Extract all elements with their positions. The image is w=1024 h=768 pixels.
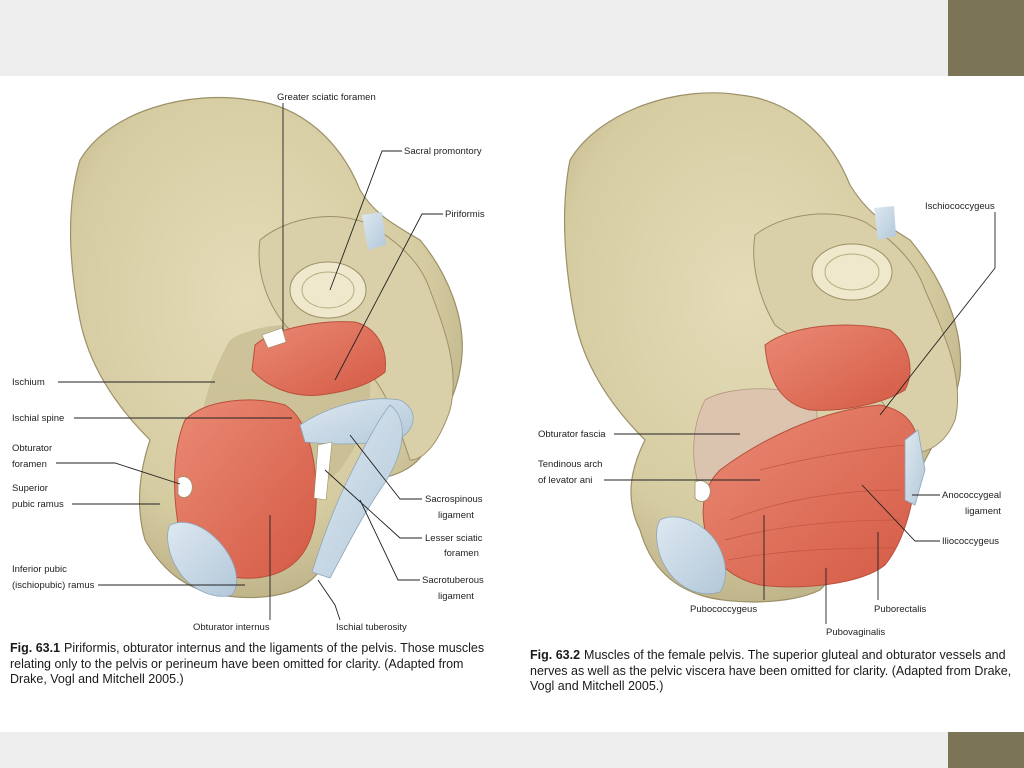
label-greater-sciatic-foramen: Greater sciatic foramen (277, 92, 376, 103)
top-band (0, 0, 948, 76)
label-sacral-promontory: Sacral promontory (404, 146, 482, 157)
leader-sacrotuberous (359, 499, 420, 581)
label-sacrospinous-1: Sacrospinous (425, 494, 483, 505)
figure-1-illustration (69, 97, 463, 599)
fig2-obturator-foramen (694, 480, 711, 502)
label-superior-pubic-ramus-2: pubic ramus (12, 499, 64, 510)
label-lesser-sciatic-1: Lesser sciatic (425, 533, 483, 544)
label-sacrotuberous-2: ligament (438, 591, 474, 602)
label-sacrotuberous-1: Sacrotuberous (422, 575, 484, 586)
label-piriformis: Piriformis (445, 209, 485, 220)
label-inferior-pubic-ramus-1: Inferior pubic (12, 564, 67, 575)
leader-ischial-tuberosity (317, 579, 341, 621)
fig1-lesser-sciatic-opening (313, 441, 333, 501)
figure-2-illustration (563, 92, 962, 603)
figure-2-caption-label: Fig. 63.2 (530, 648, 581, 662)
leader-obturator-foramen (56, 462, 181, 485)
label-lesser-sciatic-2: foramen (444, 548, 479, 559)
label-ischium: Ischium (12, 377, 45, 388)
fig1-greater-sciatic-opening (261, 327, 287, 349)
figure-1-caption-text: Piriformis, obturator internus and the l… (10, 641, 485, 686)
fig2-ischiococcygeus-muscle (764, 324, 911, 411)
fig1-pubic-cartilage (167, 521, 237, 597)
figure-1-labels: Greater sciatic foramen Sacral promontor… (12, 92, 485, 633)
fig1-sacroiliac-ligament (362, 212, 386, 250)
label-obturator-internus: Obturator internus (193, 622, 270, 633)
leader-piriformis (334, 213, 443, 381)
bottom-band (0, 732, 948, 768)
label-ischial-spine: Ischial spine (12, 413, 64, 424)
leader-sacrospinous (349, 434, 422, 500)
leader-sacral-promontory (329, 150, 402, 291)
leader-iliococcygeus (861, 484, 940, 542)
label-puborectalis: Puborectalis (874, 604, 927, 615)
bottom-accent-block (948, 732, 1024, 768)
fig1-disc-ring (301, 271, 355, 309)
label-superior-pubic-ramus-1: Superior (12, 483, 48, 494)
label-ischiococcygeus: Ischiococcygeus (925, 201, 995, 212)
fig1-sacral-promontory (289, 261, 367, 319)
fig1-sacrotuberous-ligament (311, 404, 403, 579)
label-tendinous-arch-2: of levator ani (538, 475, 592, 486)
fig2-disc-ring (824, 253, 880, 291)
label-obturator-foramen-1: Obturator (12, 443, 52, 454)
fig2-sacral-promontory (811, 243, 893, 301)
top-accent-block (948, 0, 1024, 76)
fig2-muscle-fibers (724, 444, 906, 561)
leader-ischiococcygeus (879, 212, 996, 416)
figure-2-caption-text: Muscles of the female pelvis. The superi… (530, 648, 1012, 693)
label-obturator-foramen-2: foramen (12, 459, 47, 470)
label-anococcygeal-2: ligament (965, 506, 1001, 517)
fig2-anococcygeal-ligament (904, 429, 926, 506)
label-inferior-pubic-ramus-2: (ischiopubic) ramus (12, 580, 95, 591)
fig1-obturator-foramen (177, 476, 193, 498)
label-anococcygeal-1: Anococcygeal (942, 490, 1001, 501)
label-pubococcygeus: Pubococcygeus (690, 604, 757, 615)
fig2-pubic-cartilage (656, 516, 726, 595)
figure-2-labels: Ischiococcygeus Obturator fascia Tendino… (538, 201, 1001, 638)
leader-lesser-sciatic (324, 469, 422, 539)
label-tendinous-arch-1: Tendinous arch (538, 459, 602, 470)
label-iliococcygeus: Iliococcygeus (942, 536, 999, 547)
figure-1-caption-label: Fig. 63.1 (10, 641, 61, 655)
label-pubovaginalis: Pubovaginalis (826, 627, 885, 638)
label-obturator-fascia: Obturator fascia (538, 429, 606, 440)
label-ischial-tuberosity: Ischial tuberosity (336, 622, 407, 633)
label-sacrospinous-2: ligament (438, 510, 474, 521)
fig2-sacroiliac-ligament (874, 206, 896, 240)
